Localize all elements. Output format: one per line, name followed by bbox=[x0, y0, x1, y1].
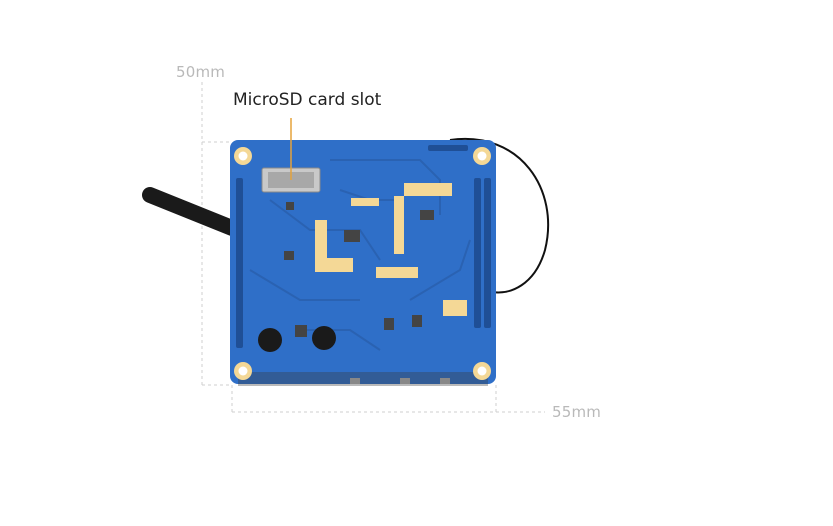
round-components bbox=[258, 326, 336, 352]
mounting-holes bbox=[234, 147, 491, 380]
board-edge-shadow bbox=[238, 372, 488, 386]
antenna-wire bbox=[449, 137, 550, 294]
small-components bbox=[284, 202, 434, 337]
width-dimension-label: 55mm bbox=[552, 403, 602, 421]
gpio-pins bbox=[236, 145, 491, 348]
microsd-callout-label: MicroSD card slot bbox=[233, 90, 382, 110]
edge-connectors bbox=[350, 378, 450, 384]
usb-cable bbox=[142, 187, 240, 236]
pcb-board bbox=[230, 140, 496, 384]
dimension-guides bbox=[201, 82, 545, 413]
pcb-traces bbox=[249, 159, 471, 351]
height-dimension-label: 50mm bbox=[176, 63, 226, 81]
copper-pads bbox=[315, 183, 467, 316]
